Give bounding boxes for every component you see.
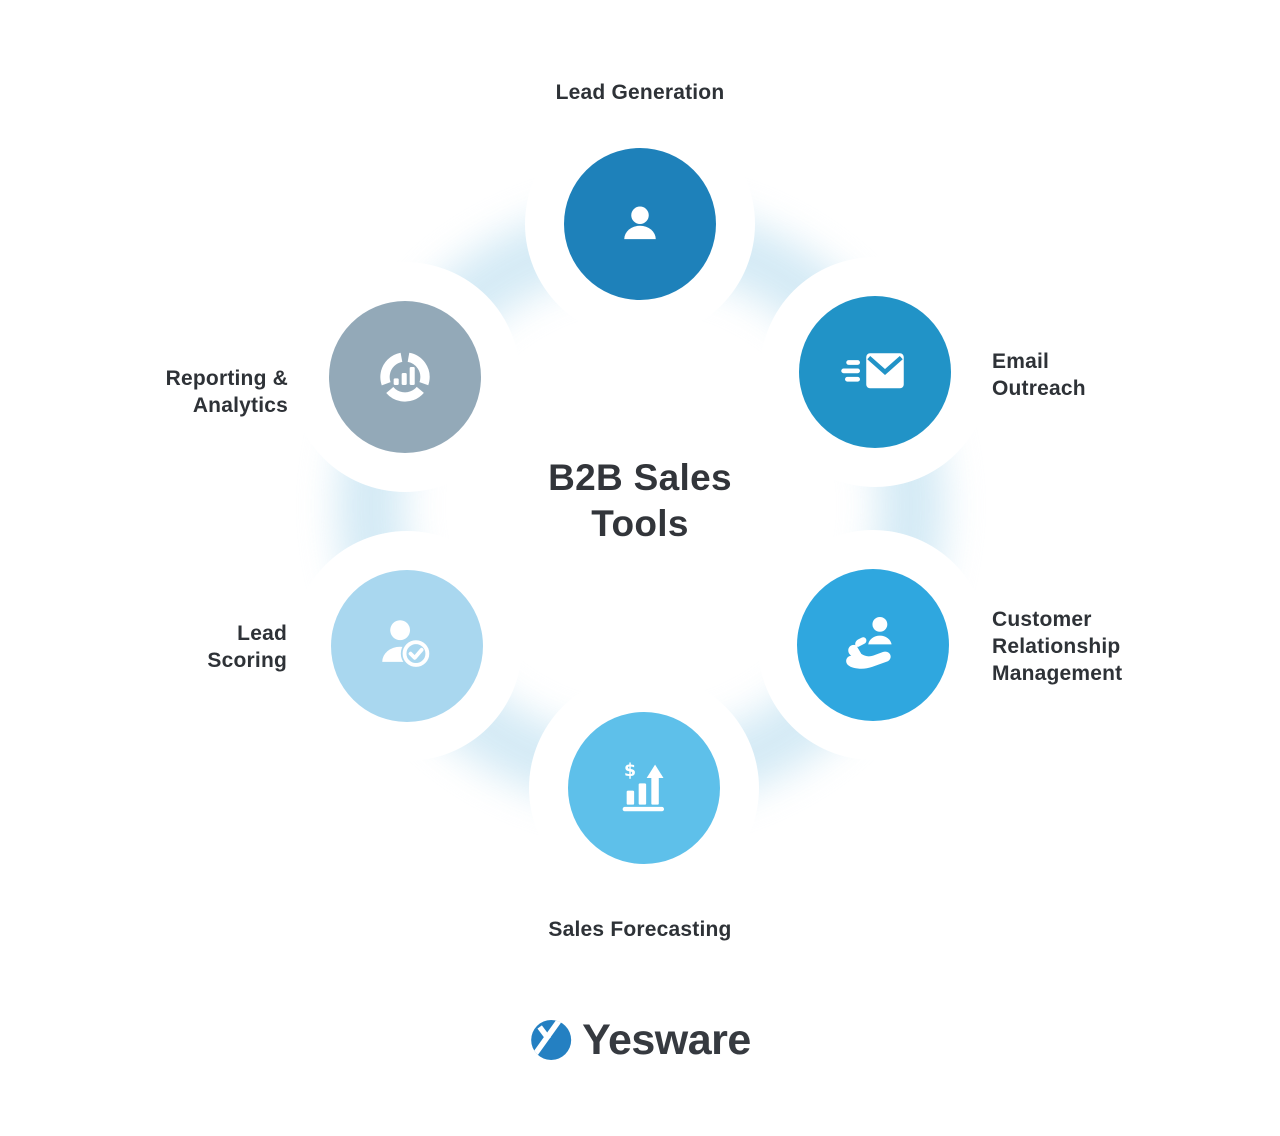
node-email-outreach: [799, 296, 951, 448]
hand-holding-person-icon: [846, 616, 892, 669]
label-lead-generation: Lead Generation: [556, 79, 725, 106]
label-line: Outreach: [992, 377, 1086, 400]
yesware-logo-icon: [531, 1020, 572, 1060]
person-icon: [624, 206, 656, 240]
label-reporting-analytics: Reporting & Analytics: [166, 365, 288, 419]
label-line: Lead Generation: [555, 81, 725, 104]
rising-bar-chart-dollar-icon: $: [622, 761, 664, 812]
label-line: Scoring: [207, 649, 287, 672]
label-line: Relationship: [992, 635, 1121, 658]
label-line: Management: [992, 662, 1123, 685]
brand-footer: Yesware: [529, 1018, 751, 1062]
label-sales-forecasting: Sales Forecasting: [548, 916, 731, 943]
donut-chart-bars-icon: [380, 352, 430, 402]
label-lead-scoring: Lead Scoring: [207, 620, 287, 674]
label-customer-relationship-management: Customer Relationship Management: [992, 606, 1122, 687]
title-line-2: Tools: [591, 503, 689, 544]
sending-email-icon: [841, 353, 904, 389]
yesware-wordmark: Yesware: [582, 1016, 751, 1064]
label-line: Lead: [237, 622, 287, 645]
label-line: Analytics: [192, 394, 288, 417]
label-line: Customer: [992, 608, 1092, 631]
node-lead-generation: [564, 148, 716, 300]
node-customer-relationship-management: [797, 569, 949, 721]
title-line-1: B2B Sales: [548, 457, 732, 498]
label-line: Sales Forecasting: [548, 918, 732, 941]
node-reporting-analytics: [329, 301, 481, 453]
node-lead-scoring: [331, 570, 483, 722]
label-email-outreach: Email Outreach: [992, 348, 1086, 402]
dollar-glyph: $: [624, 761, 636, 781]
node-sales-forecasting: $: [568, 712, 720, 864]
diagram-title: B2B Sales Tools: [548, 455, 732, 547]
person-verified-icon: [382, 620, 432, 669]
label-line: Email: [992, 350, 1050, 373]
label-line: Reporting &: [165, 367, 288, 390]
